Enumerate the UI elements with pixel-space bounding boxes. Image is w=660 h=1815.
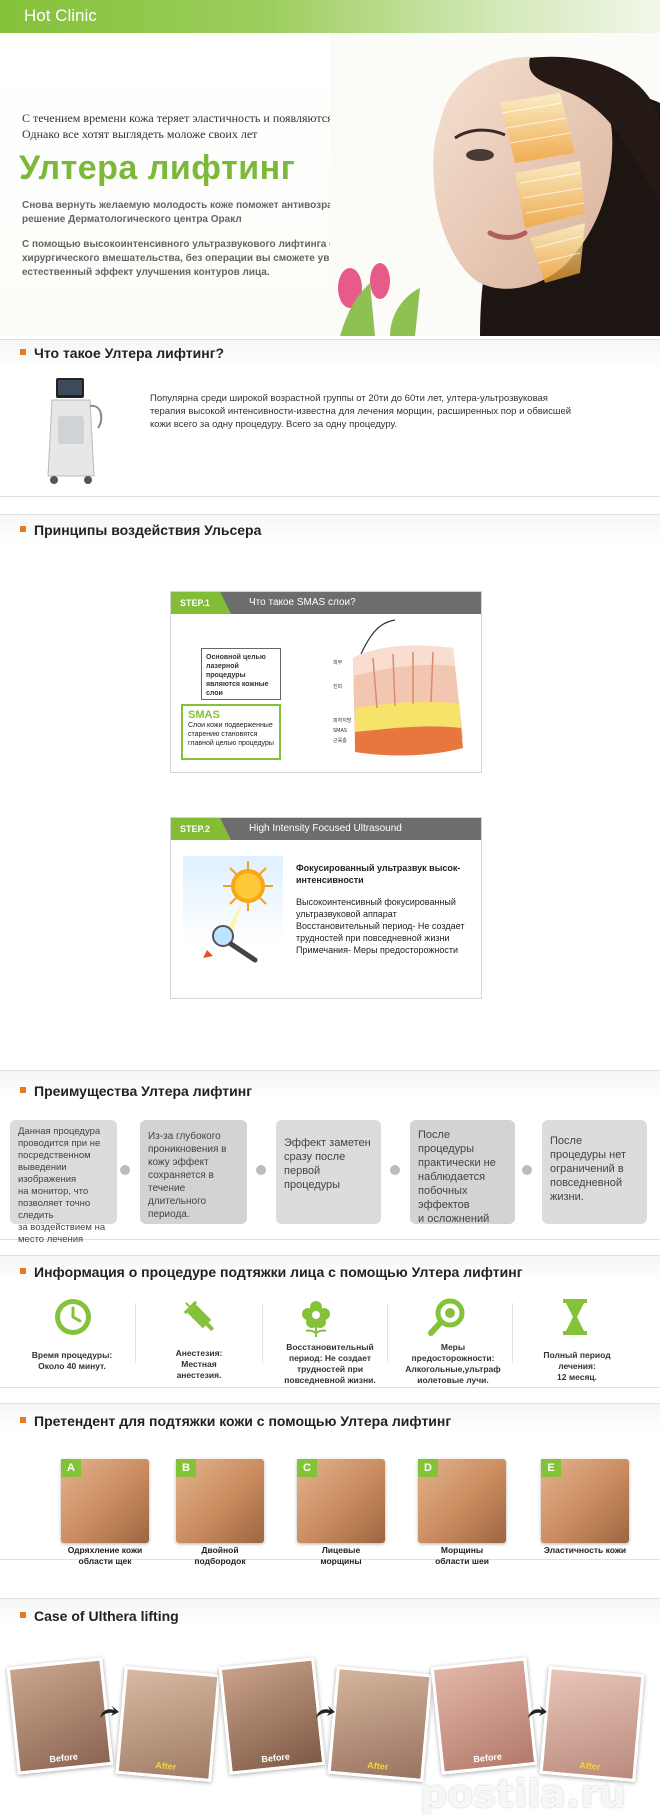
principles-panel: Принципы воздействия Ульсера STEP.1 Что … [0,514,660,1070]
bullet-square-icon [20,1612,26,1619]
info-title: Информация о процедуре подтяжки лица с п… [20,1264,523,1280]
layer-label: SMAS [333,728,347,734]
divider [387,1303,388,1363]
bullet-square-icon [20,1417,26,1424]
what-is-title: Что такое Ултера лифтинг? [20,345,224,361]
what-is-text: Популярна среди широкой возрастной групп… [150,393,572,430]
bullet-square-icon [20,1087,26,1094]
advantages-title: Преимущества Ултера лифтинг [20,1083,252,1099]
arrow-right-icon [316,1706,335,1718]
syringe-icon [183,1300,215,1332]
candidate-letter: D [418,1459,438,1477]
candidate-letter: B [176,1459,196,1477]
hero-intro-line-2: Однако все хотят выглядеть моложе своих … [22,127,258,141]
layer-label: 피부 [333,659,343,666]
info-panel: Информация о процедуре подтяжки лица с п… [0,1255,660,1388]
case-1-after-photo: After [115,1666,221,1782]
step-2-header: STEP.2 High Intensity Focused Ultrasound [171,818,481,840]
brand-logo[interactable]: Hot Clinic [24,6,97,25]
arrow-right-icon [100,1706,119,1718]
layer-label: 근육층 [333,737,347,744]
step-1-tag: STEP.1 [171,592,231,614]
layer-label: 피하지방 [333,717,352,724]
top-bar: Hot Clinic [0,0,660,33]
step-2-card: STEP.2 High Intensity Focused Ultrasound [170,817,482,999]
sun-magnifier-illustration [183,856,283,966]
hero-face-image [330,33,660,336]
divider [512,1303,513,1363]
arrow-bullet-icon [390,1165,400,1175]
watermark: postila.ru [420,1772,627,1815]
hourglass-icon [563,1299,587,1335]
layer-label: 진피 [333,683,342,690]
candidate-card-e: E Эластичность кожи [535,1453,635,1573]
principles-title: Принципы воздействия Ульсера [20,522,261,538]
case-2-before-photo: Before [218,1657,326,1775]
step-1-header: STEP.1 Что такое SMAS слои? [171,592,481,614]
step-2-tag: STEP.2 [171,818,231,840]
flower-icon [302,1301,330,1337]
case-3-before-photo: Before [430,1657,538,1775]
candidate-letter: C [297,1459,317,1477]
step-2-text: Фокусированный ультразвук высок- интенси… [296,863,465,955]
arrow-bullet-icon [522,1165,532,1175]
hero-paragraph-1: Снова вернуть желаемую молодость коже по… [22,200,361,225]
bullet-square-icon [20,349,26,356]
clock-icon [55,1299,91,1335]
hero-banner: С течением времени кожа теряет эластично… [0,33,660,336]
arrow-right-icon [528,1706,547,1718]
what-is-panel: Что такое Ултера лифтинг? Популярна сред… [0,339,660,497]
divider [135,1303,136,1363]
step-1-heading: Что такое SMAS слои? [249,597,356,608]
candidate-caption: Эластичность кожи [543,1545,627,1555]
cases-title: Case of Ulthera lifting [20,1608,179,1624]
step-1-card: STEP.1 Что такое SMAS слои? 피부 진피 [170,591,482,773]
divider [262,1303,263,1363]
arrow-bullet-icon [120,1165,130,1175]
step-2-heading: High Intensity Focused Ultrasound [249,823,402,834]
candidate-letter: E [541,1459,561,1477]
arrow-bullet-icon [256,1165,266,1175]
candidate-letter: A [61,1459,81,1477]
bullet-square-icon [20,526,26,533]
hero-paragraph-2: С помощью высокоинтенсивного ультразвуко… [22,239,359,278]
candidates-title: Претендент для подтяжки кожи с помощью У… [20,1413,451,1429]
case-3-after-photo: After [539,1666,645,1782]
hero-intro-line-1: С течением времени кожа теряет эластично… [22,111,389,125]
info-item-time: Время процедуры:Около 40 минут. [31,1350,113,1371]
case-2-after-photo: After [327,1666,433,1782]
bullet-square-icon [20,1268,26,1275]
ulthera-device-image [38,376,108,488]
magnifier-icon [428,1298,465,1336]
skin-layers-illustration: 피부 진피 피하지방 SMAS 근육층 [333,618,473,768]
hero-title: Ултера лифтинг [19,149,296,187]
